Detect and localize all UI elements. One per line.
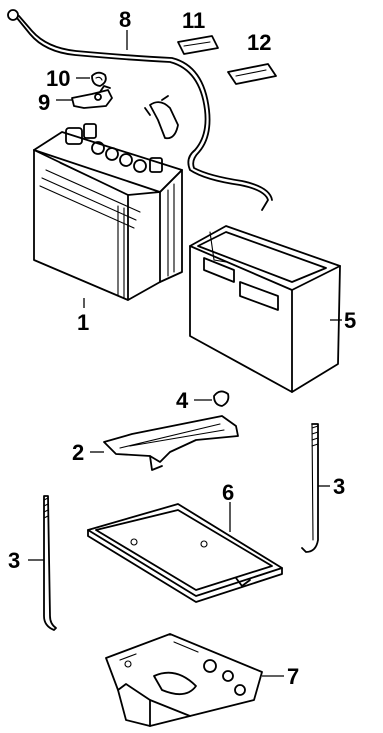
battery-part-1[interactable] xyxy=(33,123,183,301)
callout-3-left: 3 xyxy=(8,548,20,573)
callout-3-right: 3 xyxy=(333,474,345,499)
battery-box-part-5[interactable] xyxy=(189,225,341,393)
pad-part-11[interactable] xyxy=(177,35,219,55)
callout-4: 4 xyxy=(176,388,189,413)
pad-part-12[interactable] xyxy=(227,63,277,85)
callout-12: 12 xyxy=(247,30,271,55)
callout-8: 8 xyxy=(119,7,131,32)
leader-lines xyxy=(28,30,342,677)
terminal-clamp-part-9[interactable] xyxy=(71,85,113,109)
nut-part-10[interactable] xyxy=(91,71,107,87)
battery-cable-part-8[interactable] xyxy=(7,9,273,211)
battery-tray-part-6[interactable] xyxy=(87,503,283,603)
tray-support-part-7[interactable] xyxy=(105,633,263,727)
callout-1: 1 xyxy=(77,310,89,335)
callout-6: 6 xyxy=(222,480,234,505)
hold-down-bracket-part-2[interactable] xyxy=(103,415,239,471)
callout-9: 9 xyxy=(38,90,50,115)
hold-down-rod-part-3-right[interactable] xyxy=(301,423,319,553)
callout-11: 11 xyxy=(182,8,205,33)
hold-down-rod-part-3-left[interactable] xyxy=(43,495,57,631)
callout-2: 2 xyxy=(72,440,84,465)
clip-part-4[interactable] xyxy=(213,390,230,407)
callout-labels: 8 11 12 10 9 1 5 4 2 3 6 3 7 xyxy=(8,7,356,689)
callout-5: 5 xyxy=(344,308,356,333)
callout-7: 7 xyxy=(287,664,299,689)
callout-10: 10 xyxy=(46,66,70,91)
